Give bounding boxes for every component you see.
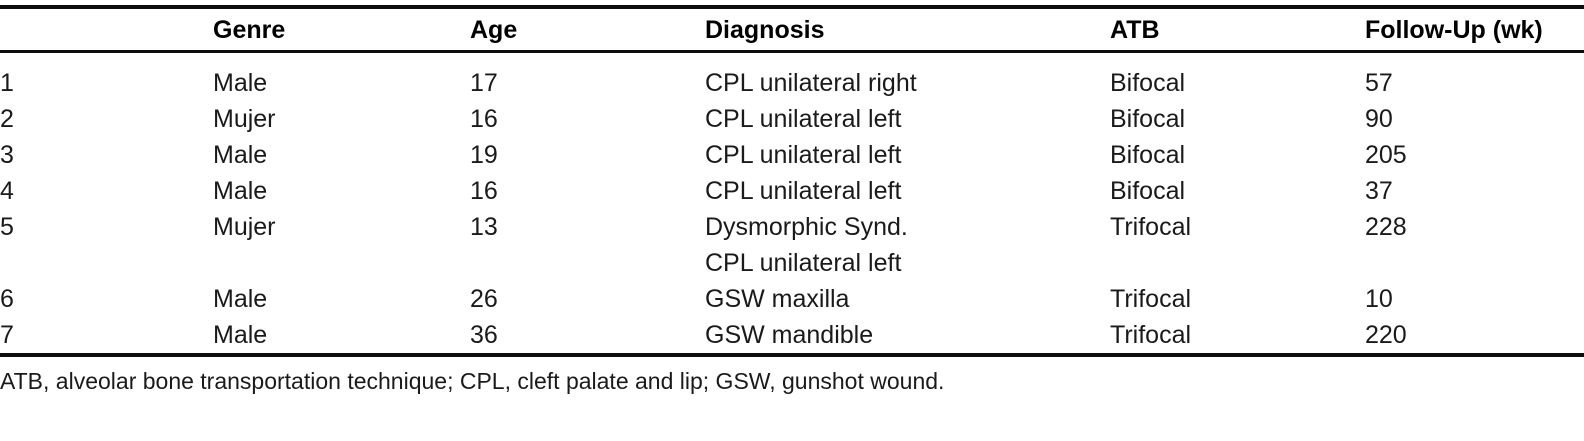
column-header-atb: ATB <box>1110 16 1160 44</box>
cell-diagnosis: CPL unilateral left <box>705 101 1110 137</box>
column-header-genre: Genre <box>213 16 286 44</box>
cell-diagnosis: GSW maxilla <box>705 281 1110 317</box>
diagnosis-line: CPL unilateral left <box>705 105 902 133</box>
cell-case-number: 3 <box>0 141 14 169</box>
table-footnote: ATB, alveolar bone transportation techni… <box>0 368 945 394</box>
cell-case-number: 5 <box>0 213 14 241</box>
diagnosis-line: GSW mandible <box>705 321 874 349</box>
clinical-cases-table: Genre Age Diagnosis ATB Follow-Up (wk) <box>0 9 1584 50</box>
table-row: 5 Mujer 13 Dysmorphic Synd. CPL unilateral l… <box>0 209 1584 281</box>
cell-age: 36 <box>470 321 498 349</box>
table-row: 1 Male 17 CPL unilateral right Bifocal 57 <box>0 53 1584 101</box>
cell-atb: Trifocal <box>1110 213 1192 241</box>
cell-follow-up: 228 <box>1365 213 1407 241</box>
table-bottom-rule <box>0 353 1584 357</box>
diagnosis-line: CPL unilateral left <box>705 141 902 169</box>
table-header-row: Genre Age Diagnosis ATB Follow-Up (wk) <box>0 9 1584 50</box>
column-header-age: Age <box>470 16 518 44</box>
cell-genre: Mujer <box>213 105 276 133</box>
cell-genre: Male <box>213 177 268 205</box>
diagnosis-line: GSW maxilla <box>705 285 850 313</box>
cell-diagnosis: CPL unilateral right <box>705 53 1110 101</box>
diagnosis-line: CPL unilateral left <box>705 177 902 205</box>
cell-genre: Mujer <box>213 213 276 241</box>
cell-atb: Bifocal <box>1110 105 1186 133</box>
cell-case-number: 7 <box>0 321 14 349</box>
cell-genre: Male <box>213 285 268 313</box>
cell-case-number: 4 <box>0 177 14 205</box>
cell-age: 26 <box>470 285 498 313</box>
cell-atb: Bifocal <box>1110 141 1186 169</box>
table-row: 3 Male 19 CPL unilateral left Bifocal 205 <box>0 137 1584 173</box>
clinical-cases-table-figure: Genre Age Diagnosis ATB Follow-Up (wk) 1… <box>0 5 1584 441</box>
cell-follow-up: 10 <box>1365 285 1393 313</box>
cell-age: 16 <box>470 105 498 133</box>
cell-diagnosis: CPL unilateral left <box>705 173 1110 209</box>
table-top-rule <box>0 5 1584 9</box>
table-header: Genre Age Diagnosis ATB Follow-Up (wk) <box>0 9 1584 50</box>
cell-case-number: 2 <box>0 105 14 133</box>
diagnosis-line: CPL unilateral left <box>705 249 902 277</box>
column-header-follow-up: Follow-Up (wk) <box>1365 16 1543 44</box>
diagnosis-line: Dysmorphic Synd. <box>705 213 908 241</box>
column-header-diagnosis: Diagnosis <box>705 16 825 44</box>
cell-case-number: 6 <box>0 285 14 313</box>
cell-age: 13 <box>470 213 498 241</box>
cell-genre: Male <box>213 321 268 349</box>
cell-follow-up: 90 <box>1365 105 1393 133</box>
cell-atb: Bifocal <box>1110 69 1186 97</box>
cell-age: 16 <box>470 177 498 205</box>
column-header-case-number <box>0 9 213 50</box>
cell-atb: Bifocal <box>1110 177 1186 205</box>
table-row: 6 Male 26 GSW maxilla Trifocal 10 <box>0 281 1584 317</box>
cell-atb: Trifocal <box>1110 285 1192 313</box>
table-header-rule <box>0 50 1584 53</box>
table-row: 2 Mujer 16 CPL unilateral left Bifocal 90 <box>0 101 1584 137</box>
diagnosis-line: CPL unilateral right <box>705 69 917 97</box>
cell-follow-up: 205 <box>1365 141 1407 169</box>
cell-follow-up: 220 <box>1365 321 1407 349</box>
table-row: 4 Male 16 CPL unilateral left Bifocal 37 <box>0 173 1584 209</box>
cell-genre: Male <box>213 69 268 97</box>
cell-age: 17 <box>470 69 498 97</box>
cell-case-number: 1 <box>0 69 14 97</box>
cell-follow-up: 57 <box>1365 69 1393 97</box>
cell-diagnosis: Dysmorphic Synd. CPL unilateral left <box>705 209 1110 281</box>
table-row: 7 Male 36 GSW mandible Trifocal 220 <box>0 317 1584 353</box>
cell-atb: Trifocal <box>1110 321 1192 349</box>
cell-diagnosis: GSW mandible <box>705 317 1110 353</box>
cell-genre: Male <box>213 141 268 169</box>
cell-follow-up: 37 <box>1365 177 1393 205</box>
cell-age: 19 <box>470 141 498 169</box>
cell-diagnosis: CPL unilateral left <box>705 137 1110 173</box>
